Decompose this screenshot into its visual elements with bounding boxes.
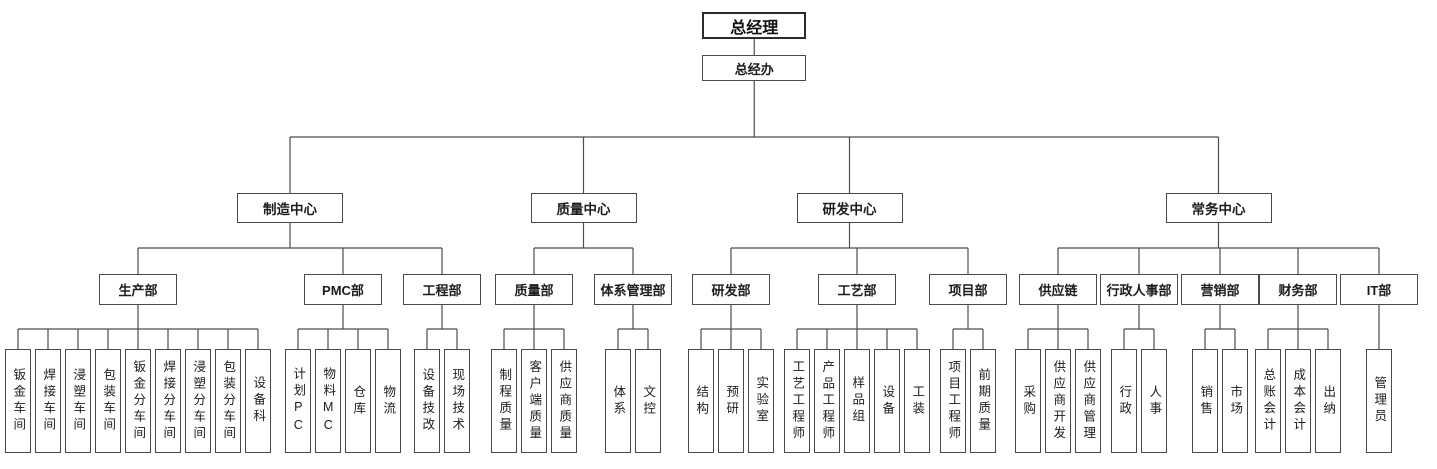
node-department: 工程部 <box>403 274 481 305</box>
node-team: 产品工程师 <box>814 349 840 453</box>
node-center: 研发中心 <box>796 193 903 223</box>
node-center: 质量中心 <box>530 193 637 223</box>
node-team: 物流 <box>375 349 401 453</box>
node-team: 实验室 <box>748 349 774 453</box>
node-team: 总账会计 <box>1255 349 1281 453</box>
node-team: 供应商开发 <box>1045 349 1071 453</box>
node-team: 设备技改 <box>414 349 440 453</box>
node-team: 浸塑车间 <box>65 349 91 453</box>
node-department: PMC部 <box>304 274 382 305</box>
node-gm-office: 总经办 <box>702 55 807 81</box>
node-team: 预研 <box>718 349 744 453</box>
node-center: 常务中心 <box>1165 193 1272 223</box>
node-team: 体系 <box>605 349 631 453</box>
node-team: 成本会计 <box>1285 349 1311 453</box>
node-department: 工艺部 <box>818 274 896 305</box>
node-team: 行政 <box>1111 349 1137 453</box>
node-team: 销售 <box>1192 349 1218 453</box>
node-department: 供应链 <box>1019 274 1097 305</box>
node-team: 供应商质量 <box>551 349 577 453</box>
node-team: 设备 <box>874 349 900 453</box>
node-team: 钣金车间 <box>5 349 31 453</box>
node-team: 结构 <box>688 349 714 453</box>
node-team: 物料MC <box>315 349 341 453</box>
node-team: 仓库 <box>345 349 371 453</box>
node-team: 前期质量 <box>970 349 996 453</box>
node-team: 包装分车间 <box>215 349 241 453</box>
node-department: IT部 <box>1340 274 1418 305</box>
node-department: 研发部 <box>692 274 770 305</box>
node-team: 市场 <box>1222 349 1248 453</box>
node-department: 体系管理部 <box>594 274 672 305</box>
node-department: 质量部 <box>495 274 573 305</box>
node-team: 制程质量 <box>491 349 517 453</box>
node-team: 工装 <box>904 349 930 453</box>
node-team: 采购 <box>1015 349 1041 453</box>
node-team: 焊接分车间 <box>155 349 181 453</box>
node-department: 生产部 <box>99 274 177 305</box>
node-team: 包装车间 <box>95 349 121 453</box>
node-department: 行政人事部 <box>1100 274 1178 305</box>
node-team: 焊接车间 <box>35 349 61 453</box>
node-team: 供应商管理 <box>1075 349 1101 453</box>
node-team: 出纳 <box>1315 349 1341 453</box>
node-team: 钣金分车间 <box>125 349 151 453</box>
node-team: 客户端质量 <box>521 349 547 453</box>
node-department: 项目部 <box>929 274 1007 305</box>
node-center: 制造中心 <box>237 193 343 223</box>
node-team: 浸塑分车间 <box>185 349 211 453</box>
node-team: 人事 <box>1141 349 1167 453</box>
node-team: 计划PC <box>285 349 311 453</box>
node-department: 财务部 <box>1259 274 1337 305</box>
node-team: 样品组 <box>844 349 870 453</box>
node-team: 文控 <box>635 349 661 453</box>
node-team: 设备科 <box>245 349 271 453</box>
node-team: 现场技术 <box>444 349 470 453</box>
node-team: 工艺工程师 <box>784 349 810 453</box>
node-team: 管理员 <box>1366 349 1392 453</box>
node-department: 营销部 <box>1181 274 1259 305</box>
node-general-manager: 总经理 <box>702 12 807 39</box>
node-team: 项目工程师 <box>940 349 966 453</box>
